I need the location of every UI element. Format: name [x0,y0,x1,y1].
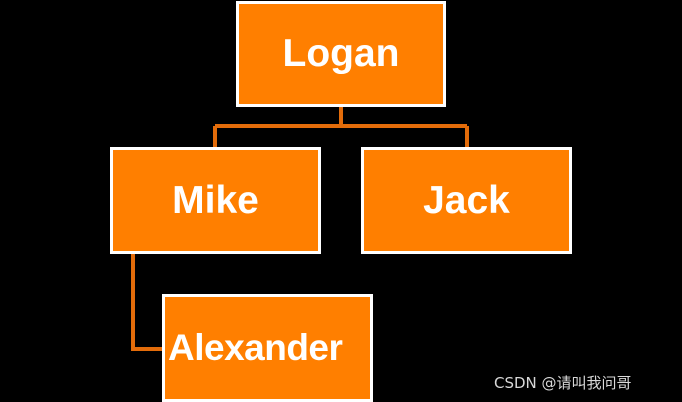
node-label-logan: Logan [282,32,400,75]
connector-mike-to-alexander [131,253,162,351]
node-logan: Logan [236,1,446,107]
watermark-text: CSDN @请叫我问哥 [494,374,632,392]
node-alexander: Alexander [162,294,373,402]
connector-logan-to-children [213,106,469,147]
node-label-mike: Mike [172,178,259,222]
node-mike: Mike [110,147,321,254]
node-label-alexander: Alexander [168,327,343,368]
node-label-jack: Jack [423,178,510,222]
node-jack: Jack [361,147,572,254]
